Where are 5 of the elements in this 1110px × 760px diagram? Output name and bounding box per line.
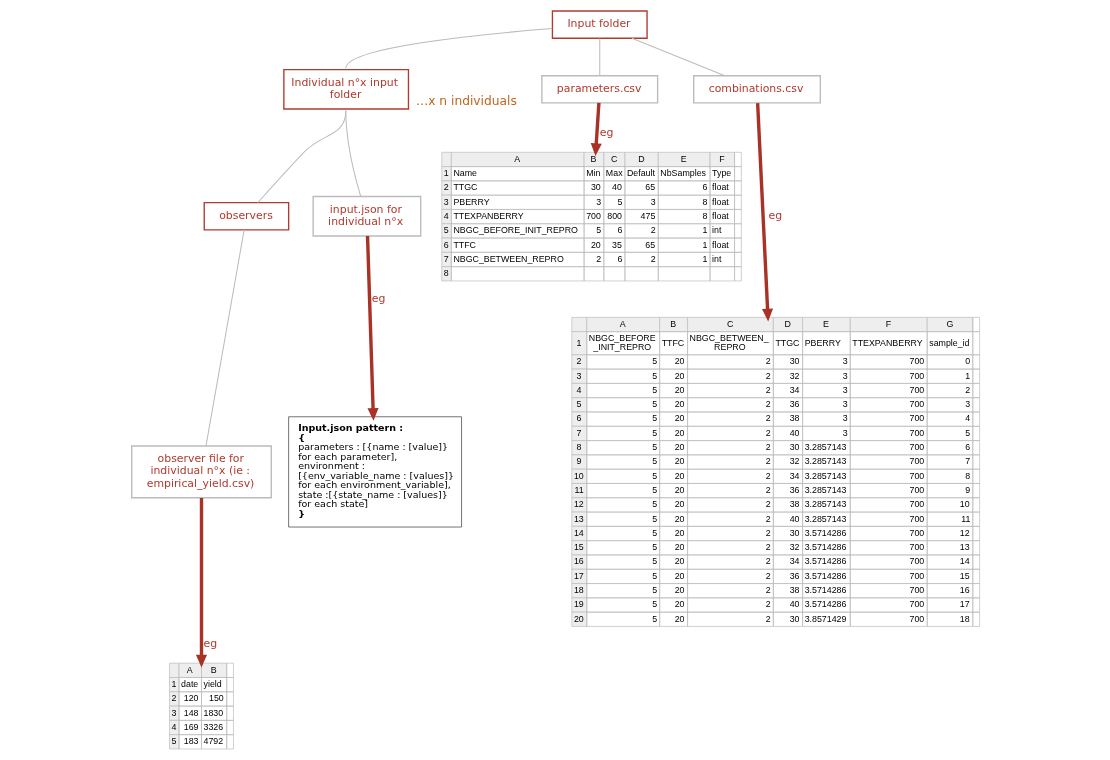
- edge-label: eg: [371, 291, 385, 305]
- edge-label: eg: [599, 126, 613, 140]
- node-label: …x n individuals: [415, 93, 517, 108]
- edge-label: eg: [768, 208, 782, 222]
- edge-label: eg: [203, 637, 217, 651]
